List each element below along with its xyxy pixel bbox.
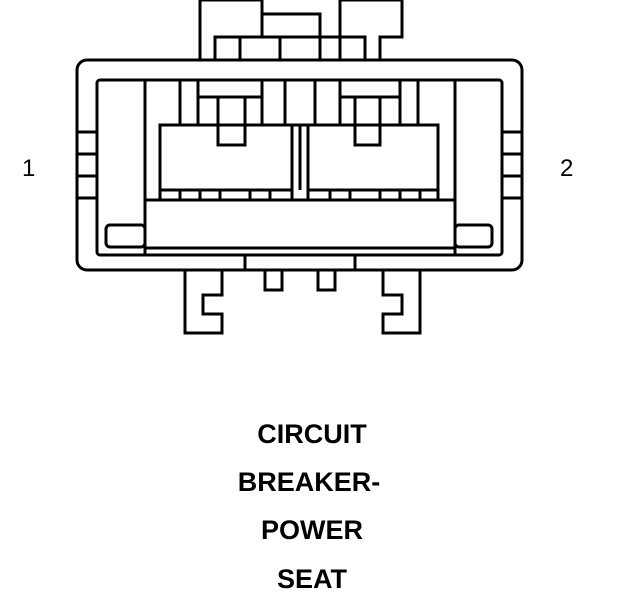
right-lock-rib	[500, 130, 524, 200]
top-latch-right	[338, 0, 404, 62]
connector-housing	[75, 58, 524, 272]
top-bridge	[260, 12, 340, 60]
caption-line-2: BREAKER-	[237, 467, 381, 497]
bottom-stems	[243, 255, 357, 292]
left-corner-pad	[104, 223, 147, 249]
right-corner-pad	[453, 223, 494, 249]
caption-line-4: SEAT	[276, 564, 347, 594]
left-lock-rib	[75, 130, 99, 200]
caption-line-1: CIRCUIT	[257, 419, 367, 449]
bottom-latch-right	[381, 270, 422, 335]
terminal-cavity-1	[158, 80, 294, 200]
pin-label-1: 1	[22, 155, 36, 182]
caption-line-3: POWER	[260, 515, 363, 545]
bottom-latch-left	[183, 270, 224, 335]
pin-label-2: 2	[560, 155, 574, 182]
terminal-cavity-2	[306, 80, 440, 200]
center-divider	[283, 78, 317, 190]
top-latch-left	[198, 0, 264, 62]
terminal-bar	[143, 198, 457, 250]
